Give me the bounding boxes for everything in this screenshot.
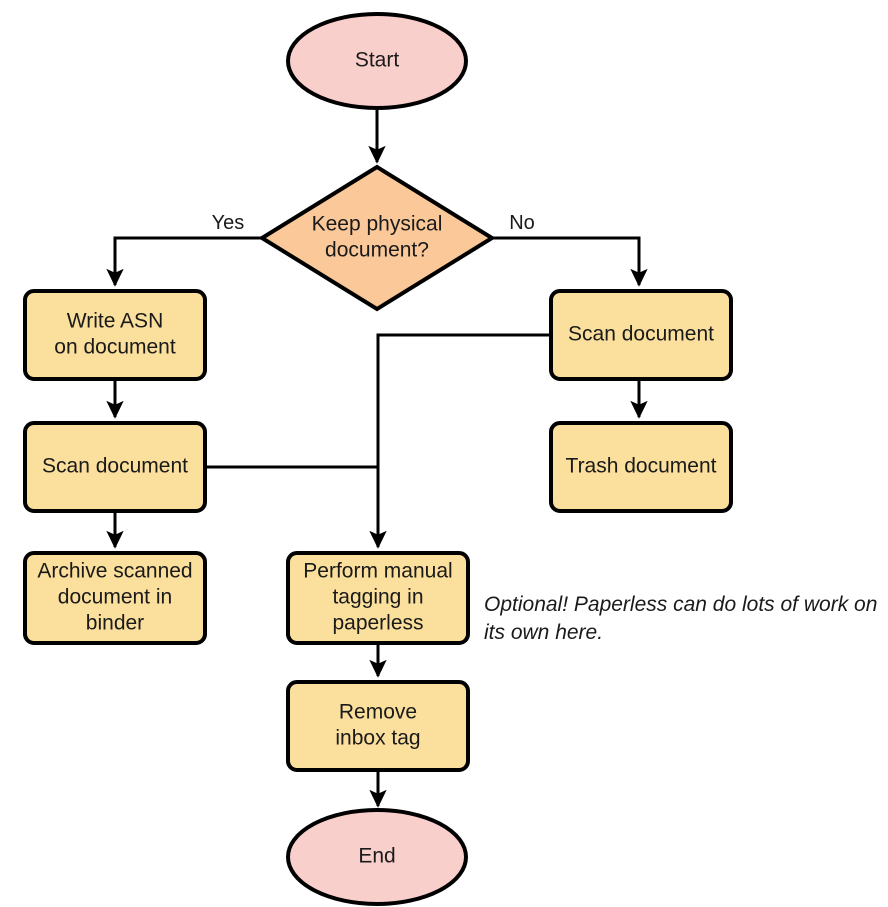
edge-label-yes: Yes	[212, 212, 245, 234]
node-label: End	[358, 845, 395, 868]
connector-line	[369, 333, 551, 549]
node-label: Perform manual	[303, 560, 452, 583]
process-shape	[23, 289, 207, 381]
edge-scan-document-right-to-manual-tagging	[369, 333, 551, 549]
node-label: Write ASN	[67, 310, 163, 333]
connector-line	[492, 236, 648, 287]
node-label: Trash document	[566, 455, 717, 478]
connector-line	[106, 236, 262, 287]
node-label: tagging in	[332, 586, 423, 609]
node-label: paperless	[332, 612, 423, 635]
node-archive-binder[interactable]: Archive scanned document in binder	[23, 551, 207, 645]
node-label: document in	[58, 586, 172, 609]
edges-layer: Yes No	[106, 108, 648, 808]
annotations-layer: Optional! Paperless can do lots of work …	[484, 593, 877, 644]
node-manual-tagging[interactable]: Perform manual tagging in paperless	[286, 551, 470, 645]
node-end[interactable]: End	[286, 808, 468, 906]
node-remove-inbox-tag[interactable]: Remove inbox tag	[286, 680, 470, 772]
node-label: Archive scanned	[37, 560, 192, 583]
edge-label-no: No	[509, 212, 535, 234]
node-label: on document	[54, 336, 176, 359]
node-scan-document-left[interactable]: Scan document	[23, 421, 207, 513]
node-decision-keep-physical[interactable]: Keep physical document?	[258, 164, 496, 312]
node-trash-document[interactable]: Trash document	[549, 421, 733, 513]
node-label: document?	[325, 239, 429, 262]
node-label: Start	[355, 49, 400, 72]
node-label: Scan document	[42, 455, 188, 478]
node-label: Keep physical	[312, 213, 443, 236]
note-optional: Optional! Paperless can do lots of work …	[484, 593, 877, 644]
terminator-shape	[286, 12, 468, 110]
node-start[interactable]: Start	[286, 12, 468, 110]
annotation-line: Optional! Paperless can do lots of work …	[484, 593, 877, 616]
decision-shape	[258, 164, 496, 312]
node-label: Scan document	[568, 323, 714, 346]
process-shape	[549, 289, 733, 381]
annotation-line: its own here.	[484, 621, 603, 644]
node-scan-document-right[interactable]: Scan document	[549, 289, 733, 381]
node-label: Remove	[339, 701, 417, 724]
process-shape	[549, 421, 733, 513]
node-label: binder	[86, 612, 144, 635]
edge-decision-keep-physical-to-write-asn: Yes	[106, 212, 262, 287]
edge-decision-keep-physical-to-scan-document-right: No	[492, 212, 648, 287]
process-shape	[286, 551, 470, 645]
node-label: inbox tag	[335, 727, 420, 750]
process-shape	[286, 680, 470, 772]
terminator-shape	[286, 808, 468, 906]
process-shape	[23, 551, 207, 645]
node-write-asn[interactable]: Write ASN on document	[23, 289, 207, 381]
process-shape	[23, 421, 207, 513]
